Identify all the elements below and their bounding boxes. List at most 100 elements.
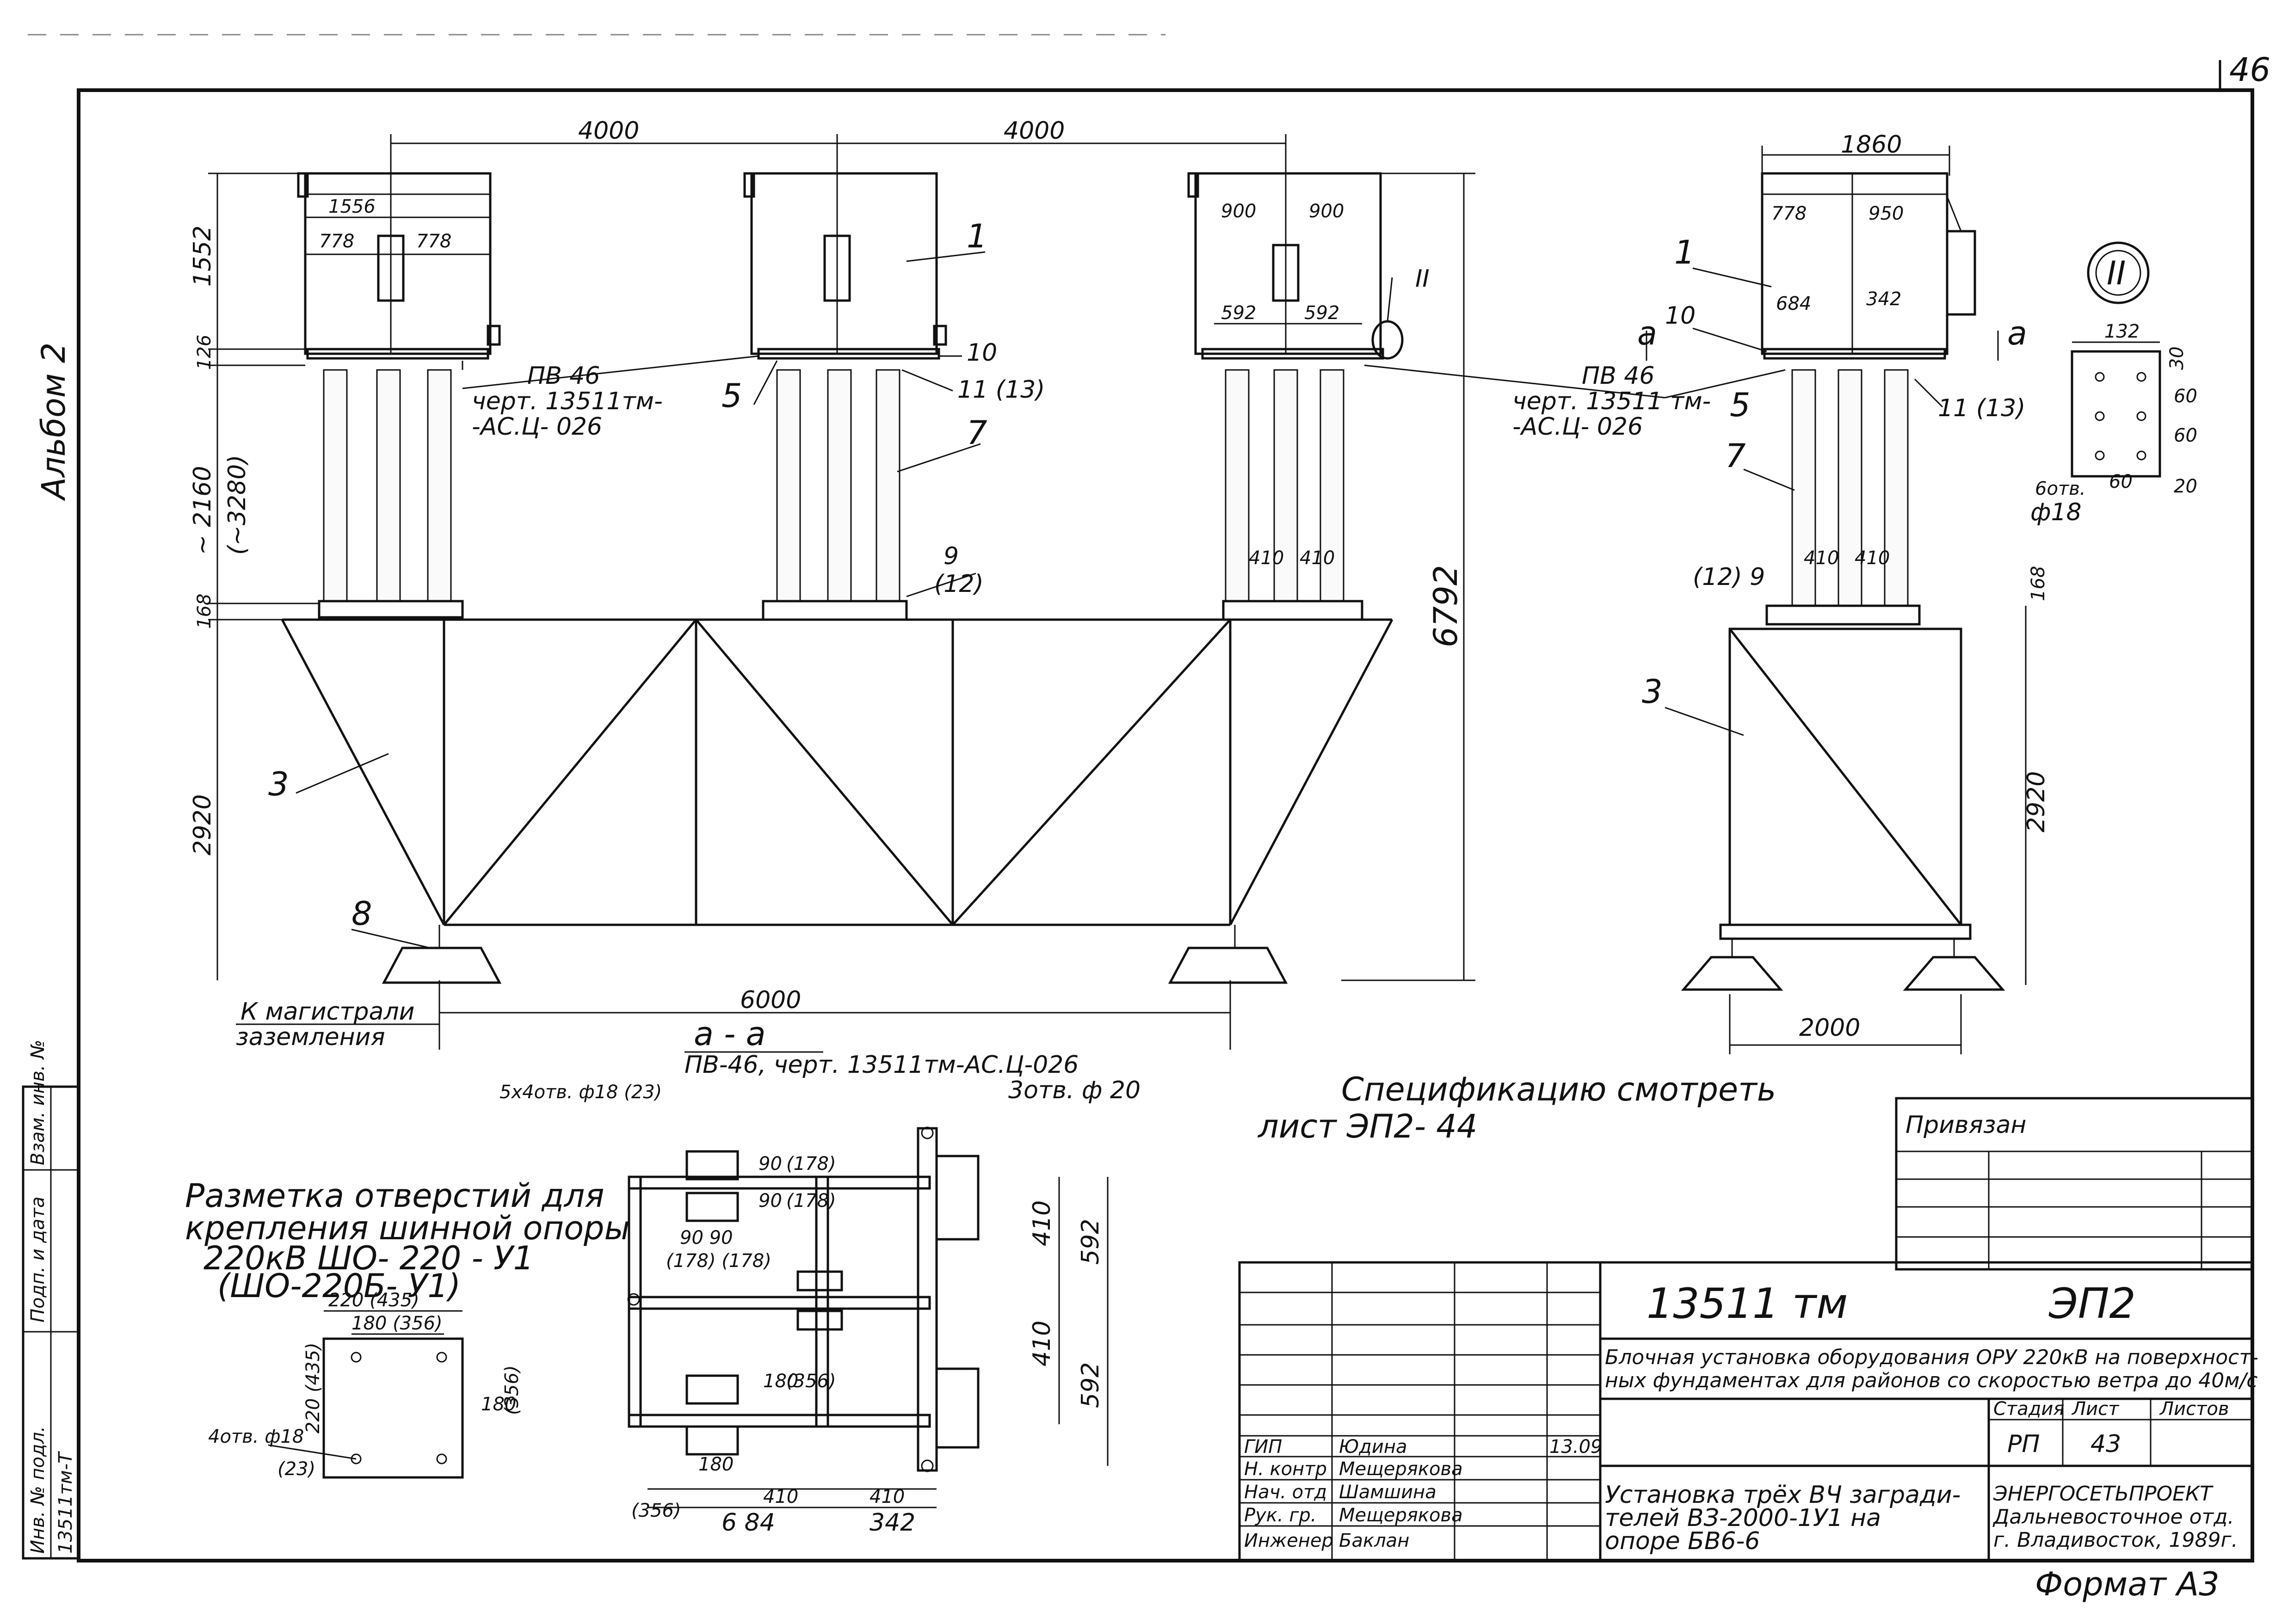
trap-unit-1: 1556 778 778: [297, 172, 501, 619]
pos1-b: 1: [1674, 234, 1695, 271]
side-view-unit: 778 950 684 342 410 410: [1761, 172, 1976, 626]
section-a1: а: [1637, 314, 1657, 352]
vzam: Взам. инв. №: [27, 1040, 49, 1165]
support-truss: [281, 618, 1394, 984]
album-label: Альбом 2: [35, 343, 73, 501]
pv46-left: ПВ 46: [527, 362, 600, 390]
section-a2: а: [2007, 314, 2027, 352]
half-778-b: 778: [416, 231, 451, 252]
stage-label: Стадия: [1993, 1398, 2064, 1420]
name: Юдина: [1339, 1436, 1407, 1458]
role: Н. контр: [1244, 1458, 1327, 1480]
d-900-b: 900: [1309, 201, 1344, 222]
pos9-b: (12) 9: [1693, 563, 1765, 591]
d178-178: (178) (178): [666, 1250, 771, 1272]
pos10-b: 10: [1665, 302, 1696, 330]
title-3: 220кВ ШО- 220 - У1: [204, 1239, 534, 1277]
right-168: 168: [2028, 566, 2049, 601]
b410b: 410: [870, 1486, 905, 1507]
h-6792: 6792: [1427, 565, 1465, 647]
section-plan-frame: [627, 1126, 980, 1472]
d-592-a: 592: [1221, 302, 1256, 324]
h-2160: ~ 2160: [189, 466, 216, 555]
pos12-a: (12): [934, 570, 984, 598]
title-4: (ШО-220Б- У1): [217, 1267, 461, 1305]
holes-alt: (23): [278, 1458, 315, 1480]
doc-code: 13511 тм: [1646, 1280, 1848, 1328]
role: ГИП: [1244, 1436, 1282, 1458]
grounding-2: заземления: [236, 1023, 385, 1051]
d60-a: 60: [2174, 386, 2197, 407]
section-ref: ПВ-46, черт. 13511тм-АС.Ц-026: [684, 1051, 1079, 1079]
d410-v1: 410: [1028, 1200, 1056, 1246]
d592-v2: 592: [1077, 1362, 1104, 1408]
pv46-left-ref2: -АС.Ц- 026: [472, 413, 602, 441]
h-2920: 2920: [189, 794, 216, 855]
d30: 30: [2166, 346, 2188, 370]
b342: 342: [870, 1509, 915, 1537]
title-block: Привязан 13511 тм ЭП2 Блочная установка …: [1238, 1097, 2258, 1562]
side-view-support: [1681, 627, 2005, 991]
sheet: 43: [2090, 1430, 2121, 1458]
holes: 6отв.: [2035, 478, 2086, 499]
d90a: 90: [758, 1153, 782, 1175]
right-410-b: 410: [1855, 547, 1890, 569]
grounding-1: К магистрали: [240, 998, 414, 1026]
h-180: 180: [481, 1394, 516, 1415]
h-126: 126: [194, 335, 215, 370]
half-778-a: 778: [319, 231, 354, 252]
pos5-b: 5: [1730, 386, 1751, 424]
pos7-a: 7: [967, 414, 987, 452]
role: Рук. гр.: [1244, 1505, 1317, 1526]
w-180: 180 (356): [352, 1313, 443, 1334]
drawing-frame: [77, 88, 2254, 1562]
right-684: 684: [1776, 293, 1811, 314]
callout-II: II: [1415, 265, 1430, 293]
trap-unit-2: 1: [743, 172, 987, 621]
d180b: 180: [698, 1454, 734, 1475]
right-2000: 2000: [1799, 1014, 1860, 1042]
side-stamp: Взам. инв. № Подп. и дата Инв. № подл. 1…: [22, 1040, 80, 1560]
pos11-b: 11 (13): [1938, 394, 2025, 422]
pv46-right: ПВ 46: [1582, 362, 1654, 390]
d178a: (178): [786, 1153, 836, 1175]
detail-II-plate: 132 30 60 60 60 20 6отв. ф18: [2030, 321, 2197, 526]
pos5-a: 5: [722, 377, 742, 415]
right-2920: 2920: [2023, 771, 2050, 832]
d90b: 90: [758, 1190, 782, 1212]
holes-3: 3отв. ф 20: [1008, 1077, 1141, 1104]
base-6000: 6000: [740, 986, 801, 1014]
dim-span-right: 4000: [1004, 117, 1065, 145]
pos10-a: 10: [967, 339, 997, 367]
right-950: 950: [1868, 203, 1904, 224]
d180: 180: [763, 1371, 798, 1392]
name: Баклан: [1339, 1530, 1409, 1551]
holes: 4отв. ф18: [208, 1426, 304, 1447]
spec-note-2: лист ЭП2- 44: [1257, 1107, 1477, 1145]
d-592-b: 592: [1304, 302, 1339, 324]
pos11-a: 11 (13): [957, 376, 1045, 404]
d60-c: 60: [2109, 471, 2133, 492]
title-1: Установка трёх ВЧ загради-: [1605, 1481, 1961, 1509]
pv46-left-ref: черт. 13511тм-: [472, 388, 663, 415]
d-410-b: 410: [1300, 547, 1335, 569]
title-1: Разметка отверстий для: [185, 1177, 604, 1215]
sheet-label: Лист: [2071, 1398, 2120, 1420]
pos3-b: 3: [1642, 673, 1663, 711]
d592-v1: 592: [1077, 1219, 1104, 1265]
sheets-label: Листов: [2159, 1398, 2229, 1420]
d410-v2: 410: [1028, 1321, 1056, 1366]
h-3280: (~3280): [223, 455, 251, 555]
d20: 20: [2174, 476, 2197, 497]
pos8: 8: [352, 895, 372, 933]
section-title: а - а: [694, 1015, 766, 1053]
d60-b: 60: [2174, 425, 2197, 446]
spec-note-1: Спецификацию смотреть: [1341, 1070, 1776, 1108]
desc-1: Блочная установка оборудования ОРУ 220кВ…: [1605, 1346, 2258, 1369]
right-778: 778: [1771, 203, 1807, 224]
b684: 6 84: [722, 1509, 775, 1537]
pos3-a: 3: [268, 765, 289, 803]
right-410-a: 410: [1804, 547, 1839, 569]
org-1: ЭНЕРГОСЕТЬПРОЕКТ: [1993, 1482, 2214, 1506]
